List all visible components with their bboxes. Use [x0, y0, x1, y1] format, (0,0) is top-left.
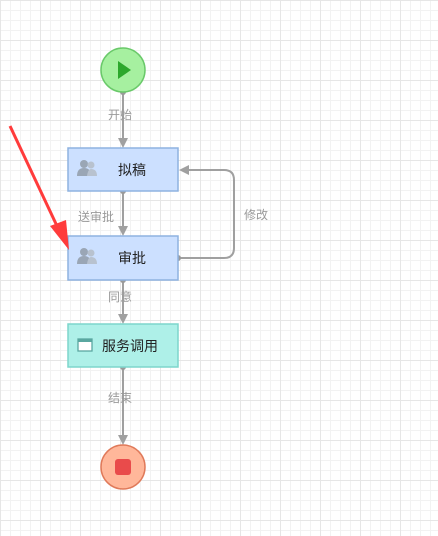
users-icon	[77, 160, 97, 176]
stop-icon	[115, 459, 131, 475]
window-icon	[77, 338, 93, 352]
edge-service-end[interactable]: 结束	[108, 364, 132, 445]
edge-approve-draft[interactable]: 修改	[175, 165, 268, 261]
edge-draft-approve[interactable]: 送审批	[78, 188, 128, 236]
edge-label-submit-approval: 送审批	[78, 209, 114, 224]
task-draft[interactable]: 拟稿	[67, 147, 179, 192]
task-approve[interactable]: 审批	[67, 235, 179, 281]
edge-label-start: 开始	[108, 108, 132, 122]
play-icon	[118, 61, 131, 79]
task-draft-label: 拟稿	[118, 163, 146, 179]
end-event[interactable]	[100, 444, 146, 490]
edge-label-agree: 同意	[108, 289, 132, 304]
edge-label-finish: 结束	[108, 391, 132, 405]
start-event[interactable]	[100, 47, 146, 93]
annotation-arrow	[8, 125, 69, 250]
task-service-label: 服务调用	[102, 339, 158, 355]
edge-approve-service[interactable]: 同意	[108, 277, 132, 324]
users-icon	[77, 248, 97, 264]
task-approve-label: 审批	[118, 251, 146, 267]
task-service[interactable]: 服务调用	[67, 323, 179, 368]
edge-start-draft[interactable]: 开始	[108, 89, 132, 148]
edge-label-modify: 修改	[244, 207, 268, 222]
